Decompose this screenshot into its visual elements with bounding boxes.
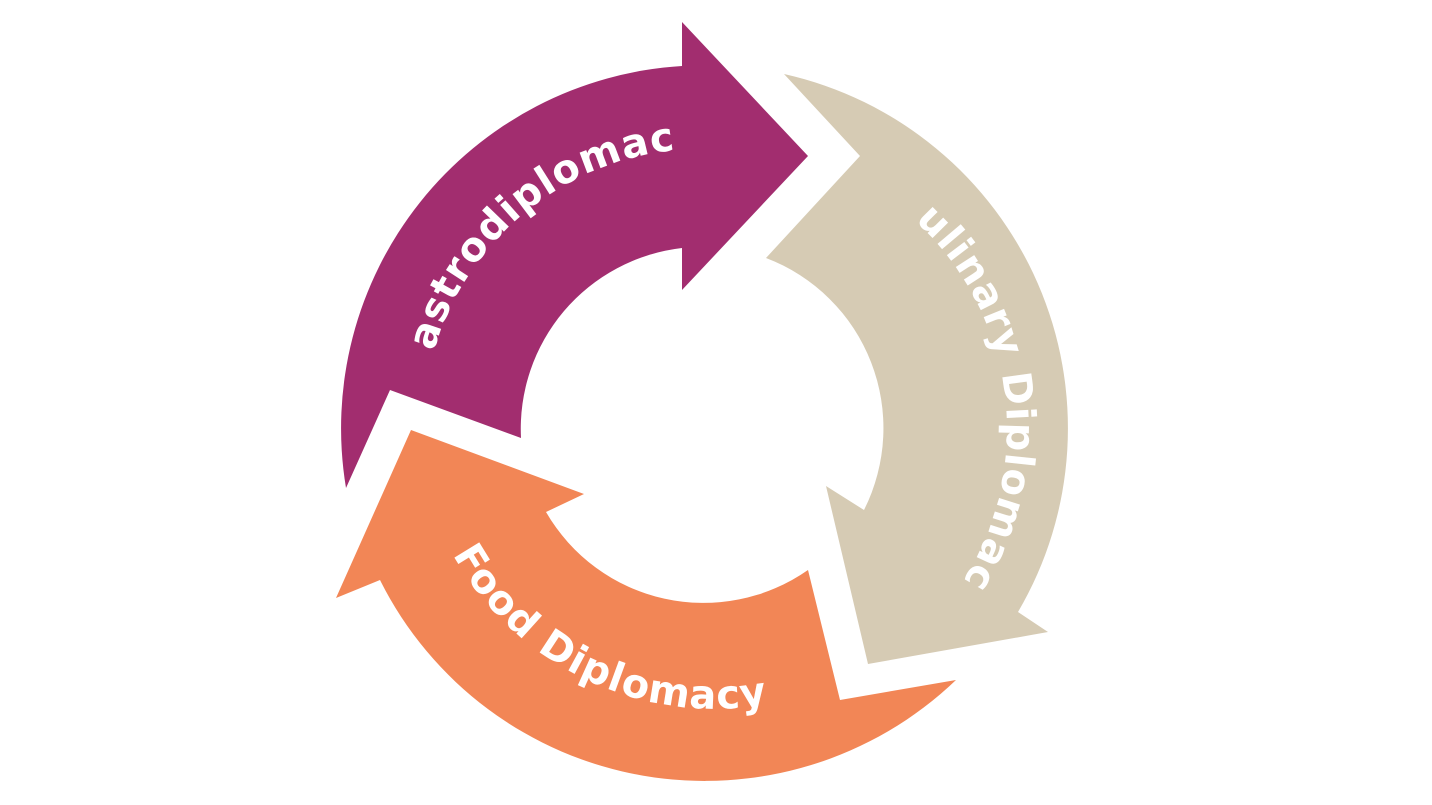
culinary-diplomacy-arrow [766, 74, 1068, 664]
gastrodiplomacy-arrow [341, 22, 808, 488]
food-diplomacy-arrow [336, 430, 956, 781]
gastrodiplomacy-label: Gastrodiplomacy [0, 0, 678, 355]
gastrodiplomacy-label-text: Gastrodiplomacy [0, 0, 677, 355]
